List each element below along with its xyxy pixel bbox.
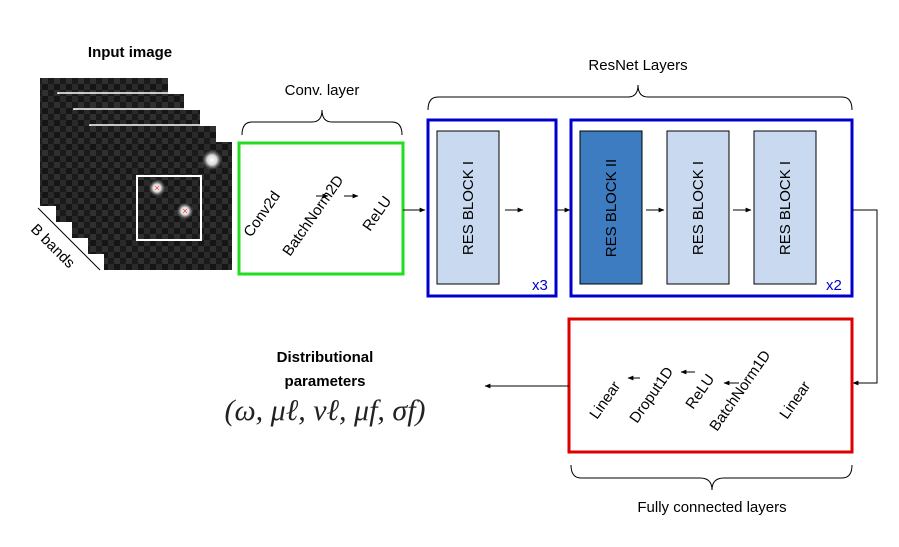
conv-op-relu: ReLU	[359, 193, 395, 234]
res-block-ii-label: RES BLOCK II	[603, 159, 620, 257]
res-block-group1-label: RES BLOCK I	[460, 161, 477, 255]
fc-op-linear-out: Linear	[586, 378, 624, 422]
res-block-group2-b-label: RES BLOCK I	[777, 161, 794, 255]
output-title-line2: parameters	[285, 373, 366, 390]
resnet-title: ResNet Layers	[588, 57, 687, 74]
group2-repeat: x2	[826, 277, 842, 294]
conv-op-conv2d: Conv2d	[240, 188, 284, 240]
resnet-group-2	[569, 118, 854, 298]
conv-op-batchnorm2d: BatchNorm2D	[279, 172, 347, 259]
res-block-group1	[436, 130, 500, 285]
res-block-ii	[579, 130, 643, 285]
conv-layer-title: Conv. layer	[285, 82, 360, 99]
crop-window	[136, 175, 202, 241]
fc-op-linear-in: Linear	[776, 378, 814, 422]
fc-brace	[570, 464, 853, 491]
source-marker-2: ×	[182, 206, 187, 216]
group1-repeat: x3	[532, 277, 548, 294]
resnet-brace	[427, 84, 853, 111]
source-marker-1: ×	[154, 183, 159, 193]
input-image-title: Input image	[88, 44, 172, 61]
resnet-group-1	[426, 118, 558, 298]
res-block-group2-a-label: RES BLOCK I	[690, 161, 707, 255]
fc-op-dropout1d: Droput1D	[626, 364, 677, 426]
source-star-2	[176, 202, 194, 220]
source-star-1	[148, 179, 166, 197]
resnet-to-fc-arrow	[852, 209, 878, 386]
res-block-group2-a	[666, 130, 730, 285]
fc-op-relu: ReLU	[682, 371, 718, 412]
fc-title: Fully connected layers	[637, 499, 786, 516]
bands-axis-line	[37, 207, 101, 271]
bright-star	[201, 149, 223, 171]
input-image-stack: × ×	[40, 78, 232, 270]
res-block-group2-b	[753, 130, 817, 285]
conv-layer-brace	[241, 109, 403, 136]
output-formula: (ω, μℓ, νℓ, μf, σf)	[224, 394, 425, 427]
fc-op-batchnorm1d: BatchNorm1D	[706, 347, 774, 434]
conv-layer-box	[237, 141, 405, 276]
bands-label: B bands	[27, 221, 78, 272]
output-title-line1: Distributional	[277, 349, 374, 366]
